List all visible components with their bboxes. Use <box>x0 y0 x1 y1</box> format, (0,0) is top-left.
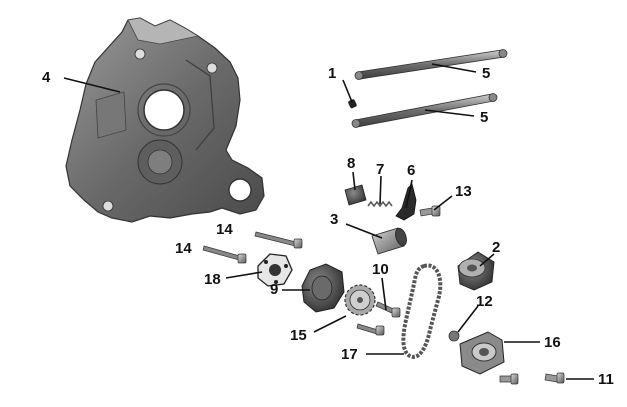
callout-6: 6 <box>407 162 415 179</box>
callout-13: 13 <box>455 183 472 200</box>
callout-5-lower: 5 <box>480 109 488 126</box>
leader-1 <box>342 79 353 103</box>
callout-4: 4 <box>42 69 51 86</box>
pushrod-lower-part <box>351 93 498 128</box>
callout-11: 11 <box>598 371 614 388</box>
callout-3: 3 <box>330 211 338 228</box>
sprocket-part <box>344 284 376 316</box>
leader-12 <box>457 305 479 333</box>
callout-14-lower: 14 <box>175 240 192 257</box>
leader-15 <box>313 315 347 333</box>
pump-rotor-part <box>301 263 345 313</box>
callout-17: 17 <box>341 346 358 363</box>
leader-6 <box>405 179 413 209</box>
tensioner-lever-part <box>395 183 417 221</box>
spring-part <box>367 200 393 208</box>
plunger-part <box>344 184 367 206</box>
bolt-part-10 <box>375 301 401 318</box>
callout-15: 15 <box>290 327 307 344</box>
guide-plate-part <box>459 331 505 375</box>
callout-7: 7 <box>376 161 384 178</box>
pushrod-upper-part <box>354 49 508 80</box>
leader-lines <box>63 63 594 380</box>
crankcase-part <box>65 17 265 223</box>
leader-5b <box>424 109 475 117</box>
callout-14-upper: 14 <box>216 221 233 238</box>
bolt-part-lower-left <box>356 323 385 336</box>
sleeve-part <box>371 227 407 255</box>
callout-10: 10 <box>372 261 389 278</box>
bolt-part-14-lower <box>202 245 247 264</box>
leader-8 <box>352 171 356 191</box>
pump-cover-part <box>257 253 293 287</box>
callout-5-upper: 5 <box>482 65 490 82</box>
callout-2: 2 <box>492 239 500 256</box>
bolt-part-13 <box>419 205 441 217</box>
leader-13 <box>433 195 453 211</box>
leader-3 <box>345 223 383 239</box>
callout-1: 1 <box>328 65 336 82</box>
callout-12: 12 <box>476 293 493 310</box>
leader-18 <box>225 271 263 279</box>
leader-7 <box>379 175 382 205</box>
leader-10 <box>381 277 387 311</box>
washer-part <box>448 330 460 342</box>
bolt-part-14-upper <box>254 231 303 249</box>
bolt-part-11-right <box>544 372 565 384</box>
bolt-part-11-left <box>499 373 519 385</box>
callout-18: 18 <box>204 271 221 288</box>
timing-chain-part <box>401 263 443 359</box>
callout-labels: 4 1 5 5 8 7 6 13 3 2 14 14 10 18 9 12 15… <box>42 65 614 388</box>
leader-5a <box>431 63 477 73</box>
callout-16: 16 <box>544 334 561 351</box>
callout-8: 8 <box>347 155 355 172</box>
callout-9: 9 <box>270 281 278 298</box>
pin-part <box>348 99 357 109</box>
leader-2 <box>479 253 495 267</box>
leader-4 <box>63 77 121 93</box>
